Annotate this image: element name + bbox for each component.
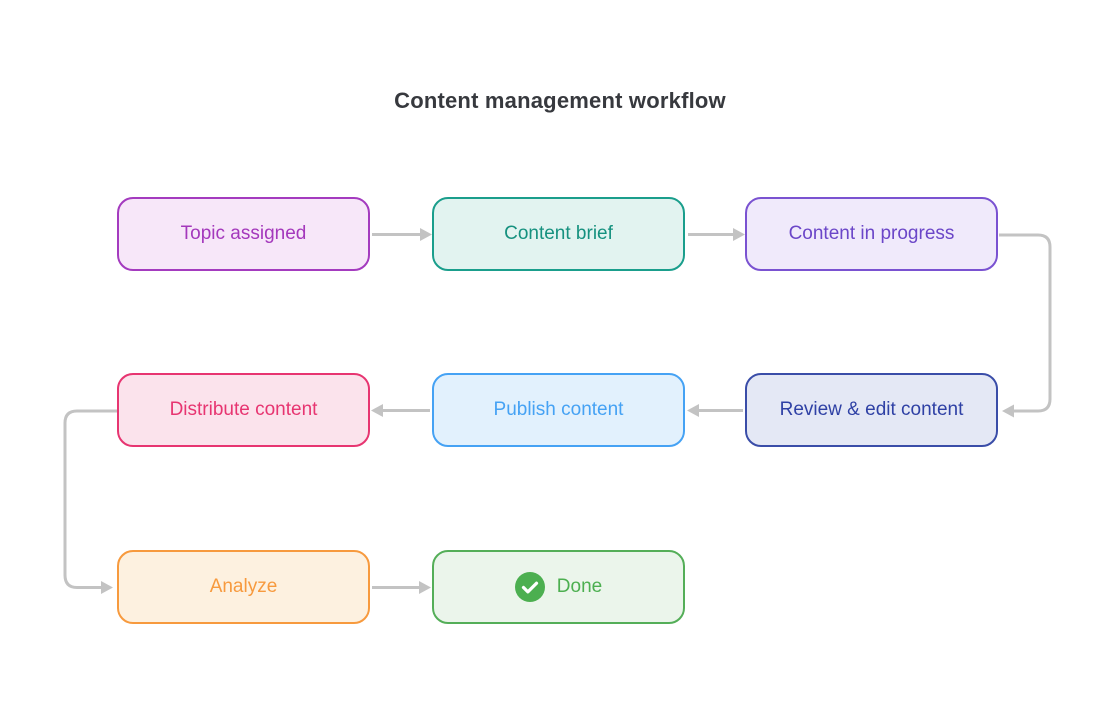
edge-arrowhead (687, 404, 699, 417)
node-label: Publish content (493, 399, 624, 420)
node-label: Distribute content (169, 399, 318, 420)
node-label: Content in progress (788, 223, 955, 244)
node-content-brief[interactable]: Content brief (432, 197, 685, 271)
node-review-edit-content[interactable]: Review & edit content (745, 373, 998, 447)
node-content-in-progress[interactable]: Content in progress (745, 197, 998, 271)
node-topic-assigned[interactable]: Topic assigned (117, 197, 370, 271)
edge-arrowhead (101, 581, 113, 594)
edge-arrowhead (1002, 404, 1014, 418)
node-label: Analyze (209, 576, 278, 597)
edge-line (999, 233, 1052, 413)
edge-line (63, 409, 117, 589)
node-label: Review & edit content (779, 399, 964, 420)
node-publish-content[interactable]: Publish content (432, 373, 685, 447)
node-done[interactable]: Done (432, 550, 685, 624)
edge-arrowhead (733, 228, 745, 241)
node-analyze[interactable]: Analyze (117, 550, 370, 624)
diagram-title: Content management workflow (394, 88, 726, 113)
node-distribute-content[interactable]: Distribute content (117, 373, 370, 447)
node-label: Content brief (504, 223, 613, 244)
check-circle-icon (514, 572, 545, 602)
node-label: Done (556, 576, 603, 597)
node-label: Topic assigned (180, 223, 307, 244)
edge-arrowhead (419, 581, 431, 594)
edge-arrowhead (420, 228, 432, 241)
edge-arrowhead (371, 404, 383, 417)
